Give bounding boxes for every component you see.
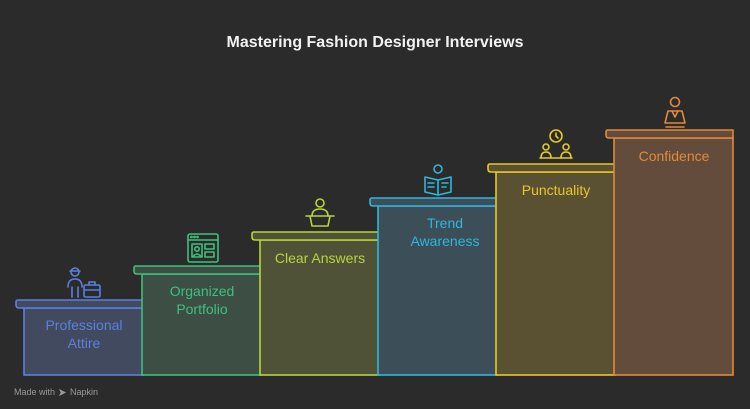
step-label-line: Organized (169, 283, 235, 299)
step-label-clear-answers: Clear Answers (260, 249, 380, 267)
step-label-line: Confidence (638, 148, 710, 164)
step-cap-clear-answers (251, 231, 380, 241)
step-cap-punctuality (487, 163, 616, 173)
step-label-line: Professional (45, 317, 123, 333)
brand-name: Napkin (70, 387, 99, 397)
step-block-punctuality (495, 171, 616, 376)
step-label-line: Portfolio (176, 301, 228, 317)
step-block-trend-awareness (377, 205, 498, 376)
step-block-confidence (613, 137, 734, 376)
step-label-line: Trend (426, 215, 464, 231)
person-with-briefcase-icon (67, 267, 101, 298)
step-cap-professional-attire (15, 299, 144, 309)
step-cap-organized-portfolio (133, 265, 262, 275)
step-block-clear-answers (259, 239, 380, 376)
step-cap-confidence (605, 129, 734, 139)
step-label-confidence: Confidence (614, 147, 734, 165)
meeting-clock-icon (539, 129, 573, 159)
confident-person-icon (664, 96, 686, 128)
person-reading-icon (424, 164, 452, 196)
napkin-logo-icon (58, 388, 67, 396)
made-with-text: Made with (14, 387, 56, 397)
step-label-trend-awareness: Trend Awareness (385, 214, 505, 250)
step-cap-trend-awareness (369, 197, 498, 207)
napkin-credit[interactable]: Made with Napkin (14, 387, 98, 397)
step-label-line: Clear Answers (274, 250, 366, 266)
step-label-punctuality: Punctuality (496, 181, 616, 199)
step-label-professional-attire: Professional Attire (24, 316, 144, 352)
step-label-line: Punctuality (521, 182, 591, 198)
step-label-line: Attire (67, 335, 101, 351)
portfolio-window-icon (187, 233, 219, 263)
step-label-organized-portfolio: Organized Portfolio (142, 282, 262, 318)
step-label-line: Awareness (410, 233, 480, 249)
speaker-podium-icon (305, 198, 335, 227)
diagram-title: Mastering Fashion Designer Interviews (226, 34, 524, 51)
